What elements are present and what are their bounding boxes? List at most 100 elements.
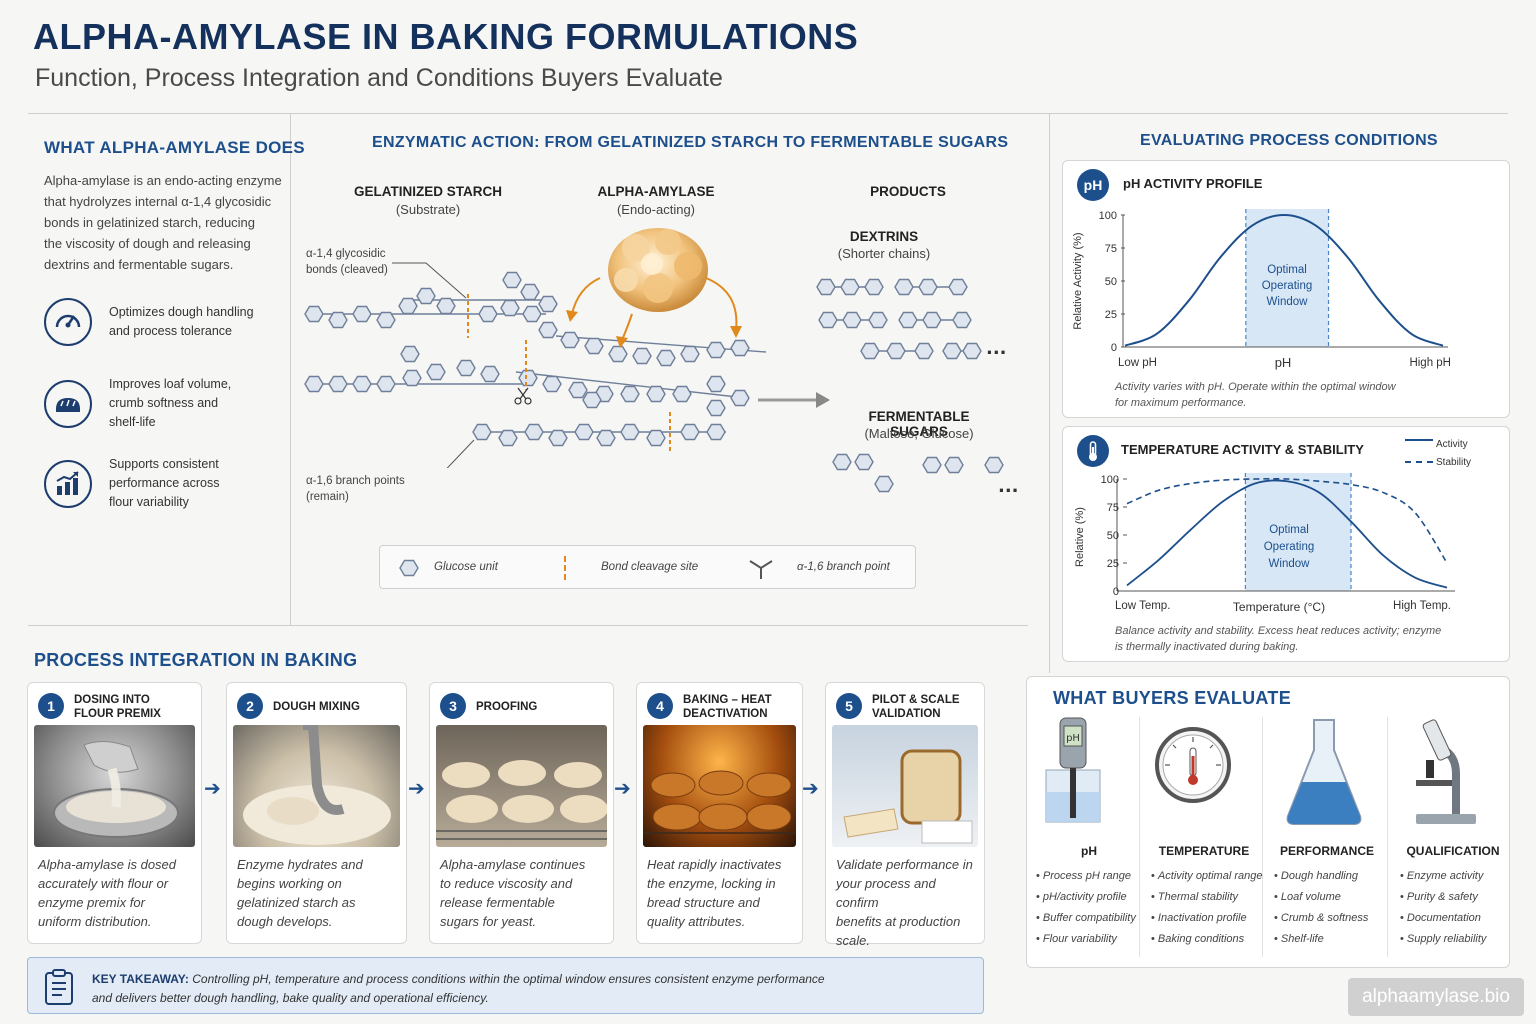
y-tick-label: 25 <box>1105 309 1117 321</box>
buyer-item: Buffer compatibility <box>1036 908 1150 929</box>
buyer-item: Process pH range <box>1036 866 1150 887</box>
dextrins-subheading: (Shorter chains) <box>837 246 931 261</box>
ph-window-band <box>1245 209 1329 347</box>
legend-branch: α-1,6 branch point <box>797 561 890 573</box>
buyer-item: Loaf volume <box>1274 887 1388 908</box>
watermark: alphaamylase.bio <box>1348 978 1524 1016</box>
cleavage-site-icon <box>564 556 566 580</box>
step-number: 5 <box>836 693 862 719</box>
ph-x-low: Low pH <box>1118 357 1157 369</box>
y-tick-label: 100 <box>1101 474 1119 486</box>
buyer-item: pH/activity profile <box>1036 887 1150 908</box>
y-tick-label: 0 <box>1113 586 1119 598</box>
flask-icon <box>1286 719 1362 825</box>
temp-x-low: Low Temp. <box>1115 600 1170 612</box>
step-arrow-icon: ➔ <box>802 776 819 800</box>
step-description: Heat rapidly inactivates the enzyme, loc… <box>647 857 782 929</box>
temp-x-mid: Temperature (°C) <box>1233 600 1325 614</box>
buyer-col-temperature: TEMPERATURE Activity optimal range Therm… <box>1143 712 1265 952</box>
step-arrow-icon: ➔ <box>614 776 631 800</box>
thermometer-icon <box>1155 727 1231 803</box>
temp-window-label-1: Optimal <box>1269 524 1309 536</box>
diagram-legend: Glucose unit Bond cleavage site α-1,6 br… <box>379 545 916 589</box>
temp-caption: Balance activity and stability. Excess h… <box>1115 625 1442 653</box>
buyer-item: Dough handling <box>1274 866 1388 887</box>
buyer-item: Crumb & softness <box>1274 908 1388 929</box>
temp-chart-title: TEMPERATURE ACTIVITY & STABILITY <box>1121 442 1364 457</box>
y-tick-label: 100 <box>1099 210 1117 222</box>
starch-chain-2 <box>400 321 750 367</box>
process-step-4: 4 BAKING – HEAT DEACTIVATION Heat rapidl… <box>636 682 803 944</box>
ph-window-label-3: Window <box>1267 296 1309 308</box>
step-description: Validate performance in your process and… <box>836 857 973 948</box>
buyer-col-title: pH <box>1081 844 1097 858</box>
temp-window-label-2: Operating <box>1264 541 1315 553</box>
middle-divider <box>28 625 1028 626</box>
dextrins-ellipsis: ... <box>986 338 1007 359</box>
enzyme-molecule-icon <box>608 228 708 312</box>
validation-photo-icon <box>832 725 978 847</box>
y-tick-label: 25 <box>1107 558 1119 570</box>
benefit-loaf-volume: Improves loaf volume, crumb softness and… <box>44 375 274 432</box>
dosing-photo-icon <box>34 725 195 847</box>
ph-y-label: Relative Activity (%) <box>1072 232 1084 329</box>
buyer-item: Flour variability <box>1036 929 1150 950</box>
buyer-item: Shelf-life <box>1274 929 1388 950</box>
buyers-title: WHAT BUYERS EVALUATE <box>1053 688 1291 708</box>
step-number: 4 <box>647 693 673 719</box>
buyer-col-qualification: QUALIFICATION Enzyme activity Purity & s… <box>1392 712 1514 952</box>
buyer-item: Activity optimal range <box>1151 866 1265 887</box>
ph-meter-icon: pH <box>1045 717 1101 823</box>
benefit-text: Improves loaf volume, crumb softness and… <box>109 377 232 429</box>
sugars-diagram <box>832 453 1004 493</box>
mixing-photo-icon <box>233 725 400 847</box>
step-number: 2 <box>237 693 263 719</box>
benefit-text: Supports consistent performance across f… <box>109 457 220 509</box>
step-number: 1 <box>38 693 64 719</box>
temperature-panel: TEMPERATURE ACTIVITY & STABILITY Activit… <box>1062 426 1510 662</box>
step-title: PILOT & SCALE VALIDATION <box>872 694 960 720</box>
oven-photo-icon <box>643 725 796 847</box>
temp-stability-line <box>1126 477 1448 564</box>
ph-window-label-2: Operating <box>1262 280 1313 292</box>
starch-chain-4 <box>472 423 726 447</box>
buyer-item: Purity & safety <box>1400 887 1514 908</box>
key-takeaway-box: KEY TAKEAWAY: Controlling pH, temperatur… <box>27 957 984 1014</box>
buyer-item: Documentation <box>1400 908 1514 929</box>
step-arrow-icon: ➔ <box>204 776 221 800</box>
glucose-unit-icon <box>399 559 419 577</box>
step-arrow-icon: ➔ <box>408 776 425 800</box>
buyer-col-title: TEMPERATURE <box>1158 844 1250 858</box>
ph-window-label-1: Optimal <box>1267 264 1307 276</box>
y-tick-label: 75 <box>1107 502 1119 514</box>
y-tick-label: 0 <box>1111 342 1117 354</box>
step-description: Enzyme hydrates and begins working on ge… <box>237 857 363 929</box>
bread-icon <box>44 379 92 428</box>
legend-stability: Stability <box>1436 457 1472 468</box>
right-divider <box>1049 113 1050 673</box>
benefit-text: Optimizes dough handling and process tol… <box>109 305 254 338</box>
buyer-col-performance: PERFORMANCE Dough handling Loaf volume C… <box>1266 712 1388 952</box>
temp-window-band <box>1245 473 1351 591</box>
left-divider <box>290 113 291 625</box>
legend-glucose: Glucose unit <box>434 561 498 573</box>
sugars-subheading: (Maltose, Glucose) <box>864 426 974 441</box>
step-number: 3 <box>440 693 466 719</box>
header-divider <box>28 113 1508 114</box>
step-description: Alpha-amylase continues to reduce viscos… <box>440 857 586 929</box>
dextrins-heading: DEXTRINS <box>849 229 919 244</box>
process-step-5: 5 PILOT & SCALE VALIDATION Validate perf… <box>825 682 985 948</box>
y-tick-label: 50 <box>1105 276 1117 288</box>
ph-caption: Activity varies with pH. Operate within … <box>1115 381 1396 409</box>
buyer-item: Baking conditions <box>1151 929 1265 950</box>
sugars-ellipsis: ... <box>998 476 1019 497</box>
substrate-subheading: (Substrate) <box>395 202 461 217</box>
starch-diagram <box>304 228 830 468</box>
sugars-heading: FERMENTABLE SUGARS <box>868 409 970 439</box>
substrate-heading: GELATINIZED STARCH <box>354 184 502 199</box>
